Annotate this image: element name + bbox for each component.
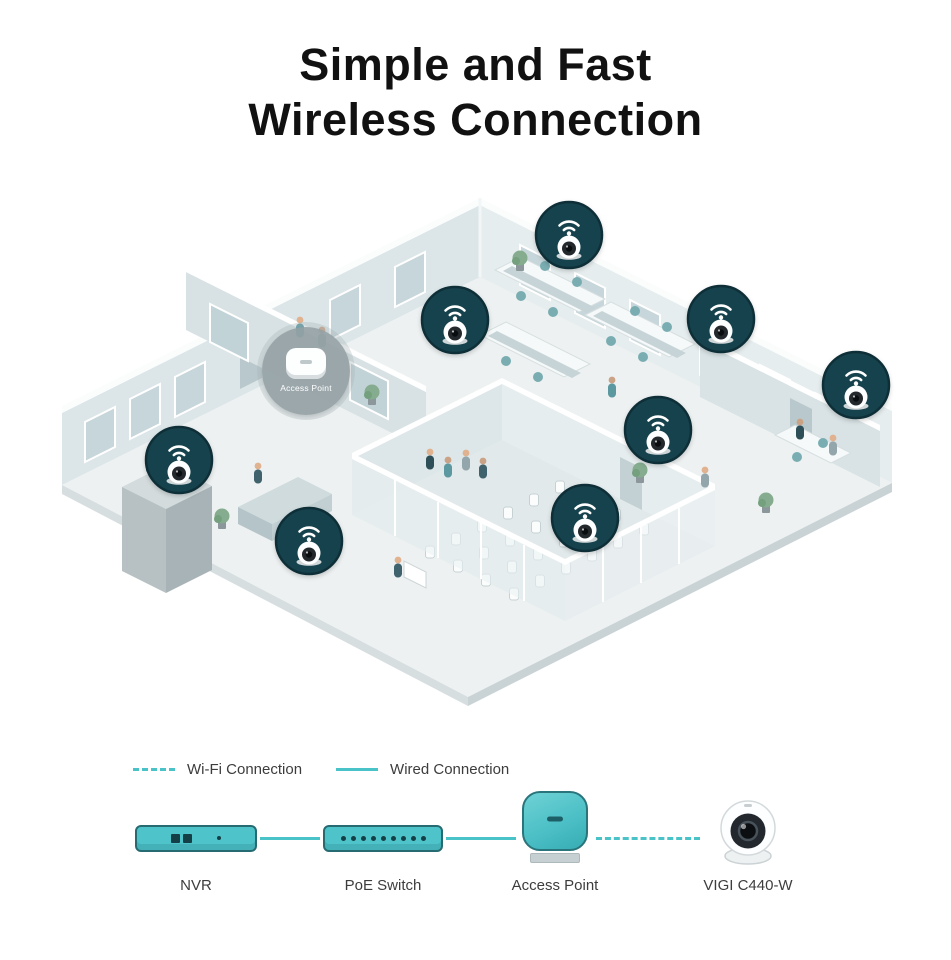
camera-badge-8: [550, 483, 620, 553]
nvr-led: [217, 836, 221, 841]
nvr-label: NVR: [180, 876, 212, 894]
legend-and-devices: Wi-Fi Connection Wired Connection NVR Po…: [0, 725, 951, 922]
wired-line-nvr-to-switch: [260, 836, 320, 840]
page-title: Simple and Fast Wireless Connection: [0, 38, 951, 148]
nvr-vent: [171, 833, 180, 843]
camera-badge-6: [144, 425, 214, 495]
title-line-2: Wireless Connection: [248, 93, 703, 145]
poe-switch-label: PoE Switch: [344, 876, 422, 894]
access-point-device-icon: [520, 790, 590, 863]
access-point-label: Access Point: [511, 876, 599, 894]
access-point-badge: Access Point: [262, 326, 350, 415]
access-point-icon: [286, 348, 326, 380]
wifi-line-ap-to-camera: [596, 836, 700, 840]
camera-badge-3: [686, 284, 756, 354]
camera-badge-2: [420, 285, 490, 355]
access-point-badge-label: Access Point: [280, 383, 332, 394]
poe-switch-device-icon: [323, 824, 443, 852]
camera-badge-5: [623, 395, 693, 465]
title-line-1: Simple and Fast: [299, 39, 652, 90]
nvr-device-icon: [135, 824, 257, 852]
camera-badge-1: [534, 200, 604, 270]
camera-model-label: VIGI C440-W: [703, 876, 793, 894]
wired-connection-label: Wired Connection: [390, 760, 510, 778]
vigi-camera-device-icon: [719, 799, 777, 866]
wired-line-switch-to-ap: [446, 836, 516, 840]
legend: Wi-Fi Connection Wired Connection: [133, 761, 509, 778]
wifi-connection-label: Wi-Fi Connection: [187, 760, 303, 778]
nvr-vent: [183, 833, 192, 843]
access-point-body: [522, 790, 588, 851]
plants: [214, 250, 774, 529]
wired-connection-line-icon: [336, 767, 379, 771]
camera-badge-4: [821, 350, 891, 420]
access-point-mount: [530, 852, 580, 863]
wifi-connection-line-icon: [133, 767, 175, 771]
office-illustration: Access Point: [0, 185, 951, 725]
office-isometric-scene: [62, 197, 892, 706]
camera-badge-7: [274, 506, 344, 576]
